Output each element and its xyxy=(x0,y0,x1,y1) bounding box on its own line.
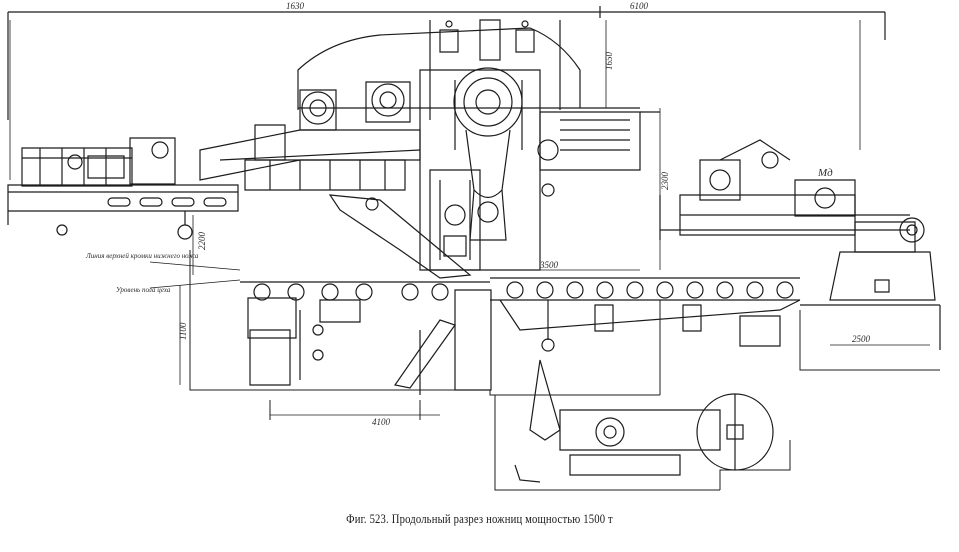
dim-right-base: 2500 xyxy=(852,334,871,344)
top-dimension-line xyxy=(8,6,885,180)
knife-column xyxy=(430,170,480,270)
dim-top-right: 6100 xyxy=(630,1,649,11)
gear-case-right xyxy=(540,112,660,170)
dim-vertical-b: 1100 xyxy=(178,322,188,340)
inclined-frame xyxy=(200,125,470,278)
lower-roller-section xyxy=(240,282,491,395)
exit-roller-table xyxy=(490,278,940,350)
vertical-dimension-lines xyxy=(180,20,930,415)
foundation-outline xyxy=(190,250,940,490)
dim-top-left: 1630 xyxy=(286,1,305,11)
dim-height-main: 1650 xyxy=(604,52,614,71)
top-bearings xyxy=(300,82,558,196)
lower-drive-flywheel xyxy=(515,300,773,482)
annotation-upper-knife-line: Линия верхней кромки нижнего ножа xyxy=(85,252,199,260)
dim-vertical-a: 2200 xyxy=(197,232,207,251)
dim-roller-pitch: 3500 xyxy=(539,260,559,270)
dim-horizontal-bottom: 4100 xyxy=(372,417,391,427)
crank-mechanism xyxy=(454,68,522,240)
dim-height-right: 2300 xyxy=(660,172,670,191)
shear-longitudinal-section-drawing: 1630 6100 1650 2300 2200 1100 4100 2500 … xyxy=(0,1,959,505)
annotation-leaders xyxy=(150,262,240,288)
annotation-floor-level: Уровень пола цеха xyxy=(116,286,171,294)
motor-label: Мд xyxy=(817,167,833,179)
figure-caption: Фиг. 523. Продольный разрез ножниц мощно… xyxy=(346,511,613,526)
right-drive-shaft xyxy=(660,140,935,300)
left-roller-table xyxy=(8,138,238,239)
dimension-labels: 1630 6100 1650 2300 2200 1100 4100 2500 … xyxy=(85,1,871,427)
shear-housing xyxy=(298,20,640,270)
